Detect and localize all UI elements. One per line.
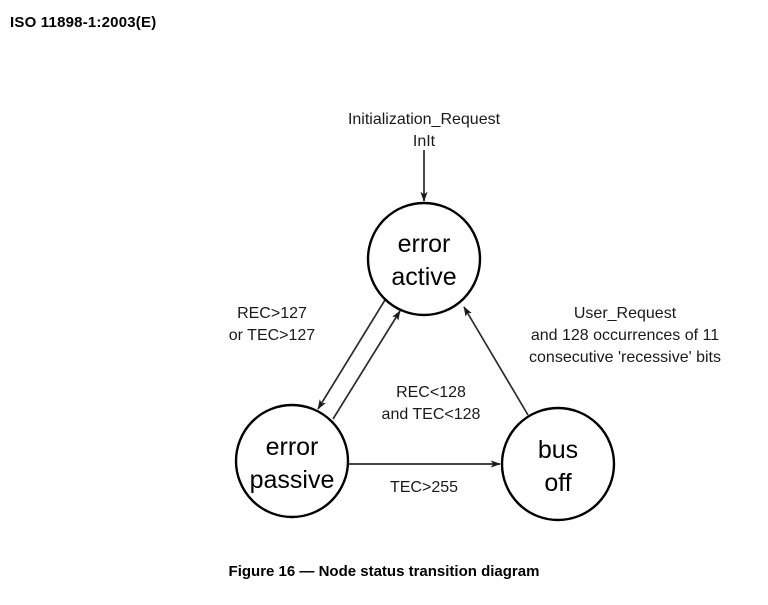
state-node-error-passive[interactable] bbox=[234, 403, 350, 519]
edge-bus-off-to-error-active bbox=[463, 306, 529, 416]
edge-label-init-line1: Initialization_Request bbox=[348, 111, 501, 128]
edge-label-right-line3: consecutive 'recessive' bits bbox=[529, 349, 721, 366]
state-label-bus-off-line1: bus bbox=[538, 436, 578, 464]
edge-label-left-line2: or TEC>127 bbox=[229, 327, 316, 344]
edge-label-right-line2: and 128 occurrences of 11 bbox=[531, 327, 719, 344]
edge-label-center-line1: REC<128 bbox=[396, 384, 466, 401]
state-node-bus-off[interactable] bbox=[500, 406, 616, 522]
edge-error-active-to-error-passive bbox=[317, 299, 386, 410]
state-label-error-active-line2: active bbox=[391, 263, 456, 291]
state-label-error-active-line1: error bbox=[398, 230, 451, 258]
edge-label-right-line1: User_Request bbox=[574, 305, 677, 322]
edge-label-bottom-line1: TEC>255 bbox=[390, 479, 458, 496]
figure-caption: Figure 16 — Node status transition diagr… bbox=[228, 563, 540, 580]
state-label-error-passive-line1: error bbox=[266, 433, 319, 461]
state-label-bus-off-line2: off bbox=[544, 469, 571, 497]
edge-label-init-line2: InIt bbox=[413, 133, 436, 150]
edge-label-left-line1: REC>127 bbox=[237, 305, 307, 322]
edge-label-center-line2: and TEC<128 bbox=[382, 406, 481, 423]
document-header: ISO 11898-1:2003(E) bbox=[10, 14, 157, 31]
edge-error-passive-to-error-active bbox=[332, 310, 401, 420]
state-label-error-passive-line2: passive bbox=[250, 466, 335, 494]
state-node-error-active[interactable] bbox=[366, 201, 482, 317]
